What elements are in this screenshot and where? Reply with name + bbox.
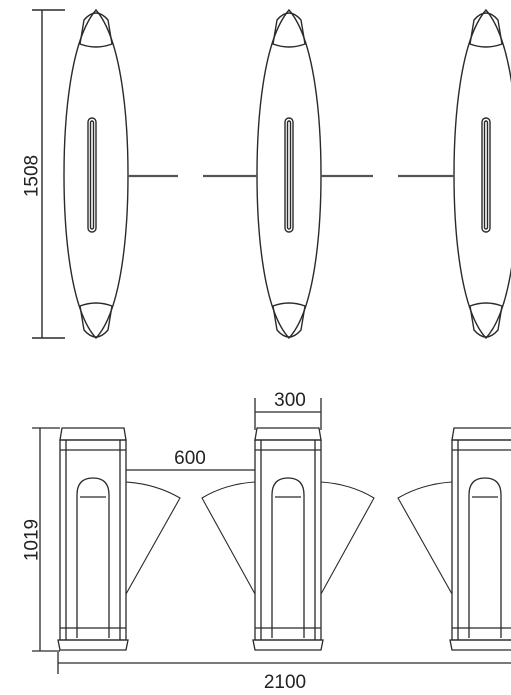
passage-width-label: 600 [174, 448, 206, 469]
cabinet-width-label: 300 [274, 390, 306, 411]
elevation-cabinet-left [57, 427, 129, 651]
plan-cabinet-middle [256, 8, 322, 340]
elevation-height-dimension [32, 427, 60, 652]
elevation-cabinet-middle [252, 427, 324, 651]
plan-cabinet-left [63, 8, 129, 340]
elevation-cabinet-right [449, 427, 511, 651]
plan-cabinet-right [453, 8, 511, 340]
total-width-label: 2100 [264, 672, 306, 693]
total-width-dimension [57, 652, 511, 674]
plan-view [32, 8, 511, 340]
cabinet-width-dimension [254, 398, 322, 430]
elevation-height-label: 1019 [22, 519, 43, 561]
elevation-flap-wings [125, 481, 453, 595]
elevation-view [32, 398, 511, 674]
plan-height-dimension [32, 9, 65, 339]
plan-height-label: 1508 [22, 155, 43, 197]
